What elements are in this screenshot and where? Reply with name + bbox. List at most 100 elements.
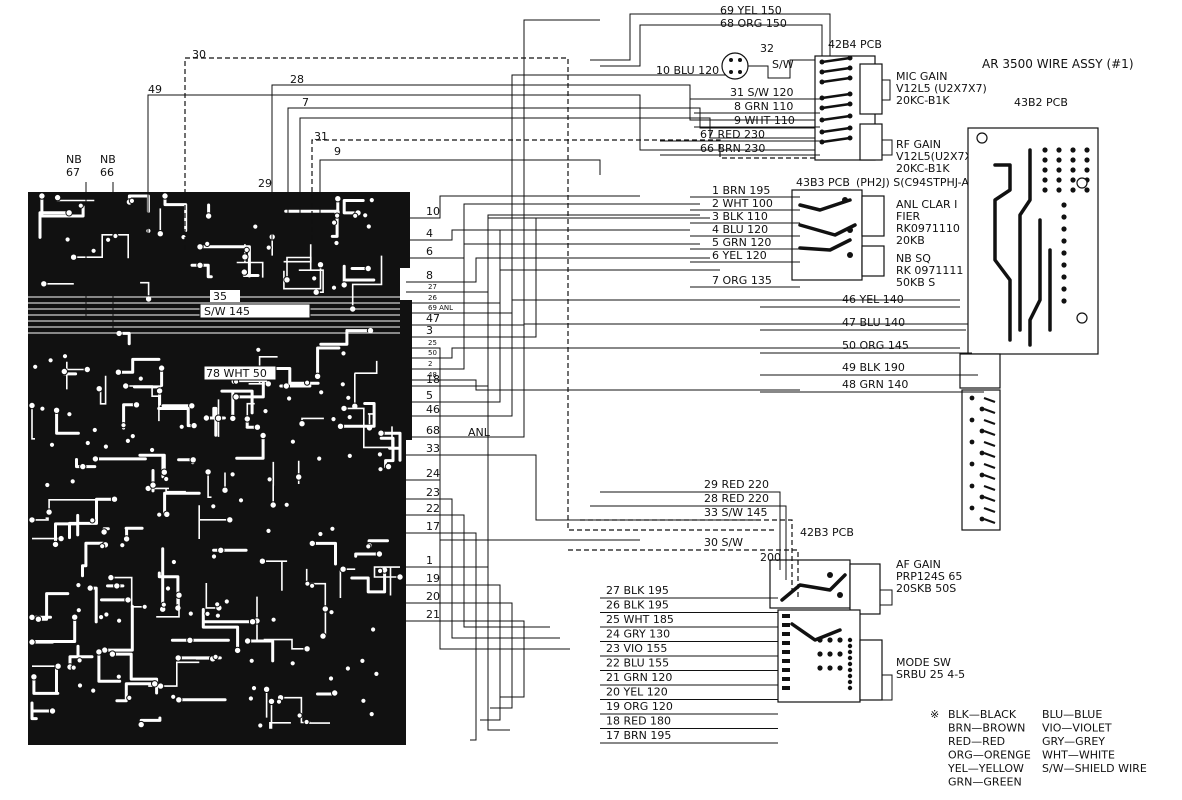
- edge-pin-18: 24: [426, 467, 440, 480]
- af-gain-line-0: AF GAIN: [896, 558, 941, 571]
- wire-label-33: 33 S/W 145: [704, 506, 768, 519]
- edge-pin-3: 8: [426, 269, 433, 282]
- pcb-43b2: [959, 127, 1099, 531]
- anl-clarifier-line-1: FIER: [896, 210, 921, 223]
- legend-left-5: GRN—GREEN: [948, 776, 1022, 789]
- legend-right-0: BLU—BLUE: [1042, 708, 1102, 721]
- edge-pin-17: 33: [426, 442, 440, 455]
- wire-label-29: 29 RED 220: [704, 478, 769, 491]
- mode-sw-line-1: SRBU 25 4-5: [896, 668, 965, 681]
- nb-number-66: 66: [100, 166, 114, 179]
- legend-left-3: ORG—ORENGE: [948, 749, 1031, 762]
- anl-label: ANL: [468, 426, 491, 439]
- wire-number-30: 30: [192, 48, 206, 61]
- legend-right-3: WHT—WHITE: [1042, 749, 1115, 762]
- wire-label-46: 46 YEL 140: [842, 293, 904, 306]
- wire-label-4: 4 BLU 120: [712, 223, 768, 236]
- pcb-43b2-label: 43B2 PCB: [1014, 96, 1068, 109]
- wire-label-18: 18 RED 180: [606, 715, 671, 728]
- edge-pin-7: 47: [426, 312, 440, 325]
- legend-right-4: S/W—SHIELD WIRE: [1042, 762, 1147, 775]
- diagram-title: AR 3500 WIRE ASSY (#1): [982, 57, 1134, 71]
- pcb-43b3: 43B3 PCB (PH2J) S(C94STPHJ-A): [791, 176, 973, 281]
- edge-pin-21: 17: [426, 520, 440, 533]
- main-pcb-traces: [28, 192, 404, 729]
- nb-label-2: NB: [100, 153, 116, 166]
- wire-label-25: 25 WHT 185: [606, 613, 674, 626]
- wire-label-30b: 200: [760, 551, 781, 564]
- af-gain-line-1: PRP124S 65: [896, 570, 962, 583]
- pcb-42b3: 42B3 PCB: [769, 526, 893, 615]
- edge-pin-15: 46: [426, 403, 440, 416]
- wire-label-26: 26 BLK 195: [606, 599, 669, 612]
- edge-pin-4: 27: [428, 283, 437, 291]
- wire-label-50: 50 ORG 145: [842, 339, 909, 352]
- main-pcb: S/W 145 35 78 WHT 50: [28, 192, 412, 745]
- wire-number-9: 9: [334, 145, 341, 158]
- af-gain-line-2: 20SKB 50S: [896, 582, 956, 595]
- wire-label-8: 8 GRN 110: [734, 100, 793, 113]
- edge-pin-25: 21: [426, 608, 440, 621]
- wire-label-2: 2 WHT 100: [712, 197, 773, 210]
- edge-pin-16: 68: [426, 424, 440, 437]
- wire-label-69: 69 YEL 150: [720, 4, 782, 17]
- anl-clarifier-line-2: RK0971110: [896, 222, 960, 235]
- edge-pin-9: 25: [428, 339, 437, 347]
- nb-label-1: NB: [66, 153, 82, 166]
- mic-connector: 32 S/W: [721, 42, 820, 80]
- wire-label-27: 27 BLK 195: [606, 584, 669, 597]
- legend-left-4: YEL—YELLOW: [947, 762, 1024, 775]
- nb-sq-line-1: RK 0971111: [896, 264, 963, 277]
- wire-label-19: 19 ORG 120: [606, 700, 673, 713]
- anl-clarifier-line-0: ANL CLAR I: [896, 198, 957, 211]
- wire-label-28: 28 RED 220: [704, 492, 769, 505]
- wire-label-3: 3 BLK 110: [712, 210, 768, 223]
- wire-label-49: 49 BLK 190: [842, 361, 905, 374]
- legend-left-0: BLK—BLACK: [948, 708, 1017, 721]
- nb-number-67: 67: [66, 166, 80, 179]
- wire-label-67: 67 RED 230: [700, 128, 765, 141]
- wire-label-30: 30 S/W: [704, 536, 743, 549]
- mode-sw-line-0: MODE SW: [896, 656, 951, 669]
- anl-clarifier-line-3: 20KB: [896, 234, 925, 247]
- wire-label-10: 10 BLU 120: [656, 64, 719, 77]
- edge-pin-0: 10: [426, 205, 440, 218]
- pcb-label-sw145: S/W 145: [204, 305, 250, 318]
- rf-gain-line-2: 20KC-B1K: [896, 162, 950, 175]
- edge-pin-5: 26: [428, 294, 437, 302]
- color-legend: ※ BLK—BLACKBRN—BROWNRED—REDORG—ORENGEYEL…: [930, 708, 1147, 789]
- wire-label-31: 31 S/W 120: [730, 86, 794, 99]
- wire-label-22: 22 BLU 155: [606, 657, 669, 670]
- pcb-label-35: 35: [213, 290, 227, 303]
- legend-left-2: RED—RED: [948, 735, 1005, 748]
- wire-number-49: 49: [148, 83, 162, 96]
- edge-pin-23: 19: [426, 572, 440, 585]
- edge-pin-22: 1: [426, 554, 433, 567]
- wire-label-17: 17 BRN 195: [606, 729, 671, 742]
- mode-switch: [777, 609, 893, 703]
- legend-left-1: BRN—BROWN: [948, 722, 1025, 735]
- wire-label-5: 5 GRN 120: [712, 236, 771, 249]
- pcb-42b4-label: 42B4 PCB: [828, 38, 882, 51]
- edge-pin-13: 18: [426, 373, 440, 386]
- wire-label-9: 9 WHT 110: [734, 114, 795, 127]
- legend-right-1: VIO—VIOLET: [1042, 722, 1112, 735]
- wire-number-28: 28: [290, 73, 304, 86]
- edge-pin-12: 48: [428, 371, 437, 379]
- edge-pin-11: 2: [428, 360, 432, 368]
- pcb-43b3-note: (PH2J) S(C94STPHJ-A): [856, 176, 973, 189]
- wire-label-6: 6 YEL 120: [712, 249, 767, 262]
- edge-pin-6: 69 ANL: [428, 304, 453, 312]
- wire-label-7: 7 ORG 135: [712, 274, 772, 287]
- wire-number-31: 31: [314, 130, 328, 143]
- edge-pin-2: 6: [426, 245, 433, 258]
- edge-pin-10: 50: [428, 349, 437, 357]
- pcb-43b3-label: 43B3 PCB: [796, 176, 850, 189]
- wire-number-7: 7: [302, 96, 309, 109]
- wire-label-1: 1 BRN 195: [712, 184, 770, 197]
- mic-gain-line-1: V12L5 (U2X7X7): [896, 82, 987, 95]
- wire-label-24: 24 GRY 130: [606, 628, 670, 641]
- rf-gain-line-1: V12L5(U2X7X7): [896, 150, 983, 163]
